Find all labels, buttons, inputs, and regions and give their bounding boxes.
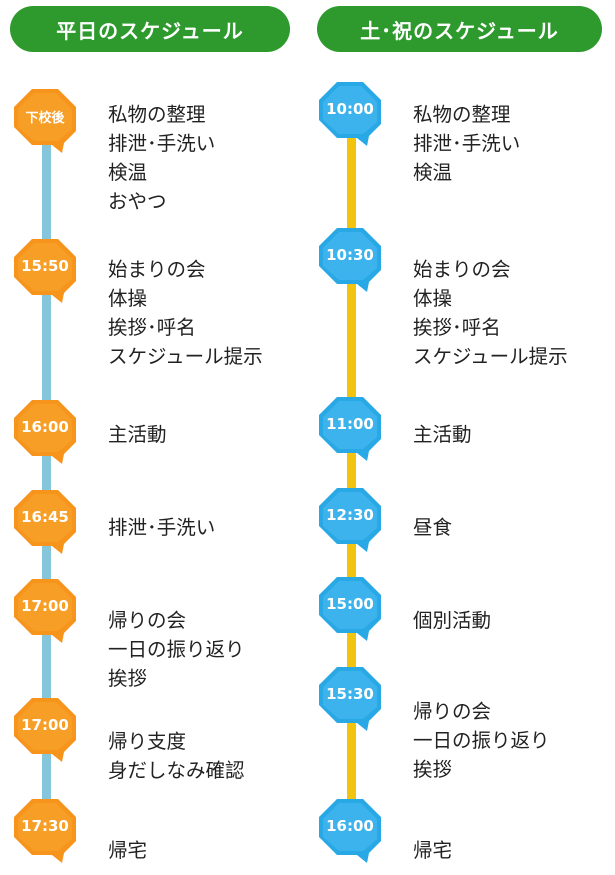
activity-item: スケジュール提示 [108, 345, 263, 368]
time-badge: 11:00 [317, 395, 383, 461]
time-badge: 17:30 [12, 797, 78, 863]
activity-item: 帰宅 [413, 839, 453, 862]
octagon-badge-icon [14, 89, 76, 153]
time-badge: 17:00 [12, 696, 78, 762]
activity-list: 個別活動 [413, 606, 603, 635]
time-badge: 下校後 [12, 87, 78, 153]
activity-item: 排泄･手洗い [108, 516, 216, 539]
activity-item: 挨拶 [413, 758, 453, 781]
activity-item: 始まりの会 [413, 258, 511, 281]
octagon-badge-icon [14, 400, 76, 464]
activity-item: 私物の整理 [413, 103, 511, 126]
time-badge: 16:00 [12, 398, 78, 464]
activity-item: 排泄･手洗い [413, 132, 521, 155]
weekday-timeline-line [42, 112, 51, 826]
octagon-badge-icon [14, 490, 76, 554]
activity-item: 挨拶･呼名 [108, 316, 196, 339]
activity-item: 挨拶 [108, 667, 148, 690]
weekday-schedule: 平日のスケジュール 下校後 私物の整理 排泄･手洗い 検温 おやつ 15:50 … [0, 0, 300, 875]
activity-list: 排泄･手洗い [108, 513, 298, 542]
time-badge: 10:00 [317, 80, 383, 146]
activity-list: 帰りの会 一日の振り返り 挨拶 [108, 606, 298, 693]
time-label: 16:45 [21, 508, 69, 526]
time-badge: 15:30 [317, 665, 383, 731]
time-label: 16:00 [326, 817, 374, 835]
activity-item: 一日の振り返り [413, 729, 550, 752]
holiday-timeline-line [347, 112, 356, 828]
octagon-badge-icon [14, 239, 76, 303]
time-label: 10:00 [326, 100, 374, 118]
activity-list: 昼食 [413, 513, 603, 542]
time-badge: 17:00 [12, 577, 78, 643]
activity-item: 身だしなみ確認 [108, 759, 245, 782]
holiday-schedule-title: 土･祝のスケジュール [317, 6, 602, 52]
time-badge: 12:30 [317, 486, 383, 552]
activity-item: 排泄･手洗い [108, 132, 216, 155]
activity-item: 私物の整理 [108, 103, 206, 126]
weekday-schedule-title: 平日のスケジュール [10, 6, 290, 52]
time-label: 下校後 [25, 110, 65, 126]
activity-item: 帰宅 [108, 839, 148, 862]
time-label: 15:50 [21, 257, 69, 275]
octagon-badge-icon [14, 698, 76, 762]
time-label: 17:30 [21, 817, 69, 835]
activity-item: 体操 [108, 287, 148, 310]
activity-list: 帰り支度 身だしなみ確認 [108, 727, 298, 785]
activity-list: 帰宅 [413, 836, 603, 865]
activity-item: 主活動 [108, 423, 167, 446]
activity-list: 私物の整理 排泄･手洗い 検温 おやつ [108, 100, 298, 216]
time-badge: 16:45 [12, 488, 78, 554]
activity-list: 帰りの会 一日の振り返り 挨拶 [413, 697, 603, 784]
time-label: 15:00 [326, 595, 374, 613]
octagon-badge-icon [319, 667, 381, 731]
time-badge: 15:00 [317, 575, 383, 641]
activity-item: 主活動 [413, 423, 472, 446]
activity-item: 帰りの会 [108, 609, 187, 632]
time-badge: 15:50 [12, 237, 78, 303]
activity-item: 帰り支度 [108, 730, 187, 753]
time-label: 15:30 [326, 685, 374, 703]
activity-item: 検温 [413, 161, 453, 184]
activity-item: 始まりの会 [108, 258, 206, 281]
time-badge: 10:30 [317, 226, 383, 292]
activity-item: おやつ [108, 190, 167, 213]
octagon-badge-icon [14, 799, 76, 863]
activity-item: 体操 [413, 287, 453, 310]
activity-item: 検温 [108, 161, 148, 184]
time-label: 16:00 [21, 418, 69, 436]
time-label: 12:30 [326, 506, 374, 524]
activity-list: 私物の整理 排泄･手洗い 検温 [413, 100, 603, 187]
activity-list: 帰宅 [108, 836, 298, 865]
activity-item: 個別活動 [413, 609, 492, 632]
octagon-badge-icon [14, 579, 76, 643]
time-label: 17:00 [21, 597, 69, 615]
octagon-badge-icon [319, 82, 381, 146]
time-label: 11:00 [326, 415, 374, 433]
activity-item: 帰りの会 [413, 700, 492, 723]
activity-list: 始まりの会 体操 挨拶･呼名 スケジュール提示 [413, 255, 603, 371]
activity-list: 主活動 [108, 420, 298, 449]
time-label: 17:00 [21, 716, 69, 734]
octagon-badge-icon [319, 577, 381, 641]
activity-item: スケジュール提示 [413, 345, 568, 368]
octagon-badge-icon [319, 397, 381, 461]
holiday-schedule: 土･祝のスケジュール 10:00 私物の整理 排泄･手洗い 検温 10:30 始… [305, 0, 605, 875]
activity-list: 主活動 [413, 420, 603, 449]
octagon-badge-icon [319, 488, 381, 552]
activity-item: 一日の振り返り [108, 638, 245, 661]
time-label: 10:30 [326, 246, 374, 264]
octagon-badge-icon [319, 228, 381, 292]
octagon-badge-icon [319, 799, 381, 863]
activity-list: 始まりの会 体操 挨拶･呼名 スケジュール提示 [108, 255, 298, 371]
time-badge: 16:00 [317, 797, 383, 863]
activity-item: 挨拶･呼名 [413, 316, 501, 339]
activity-item: 昼食 [413, 516, 453, 539]
